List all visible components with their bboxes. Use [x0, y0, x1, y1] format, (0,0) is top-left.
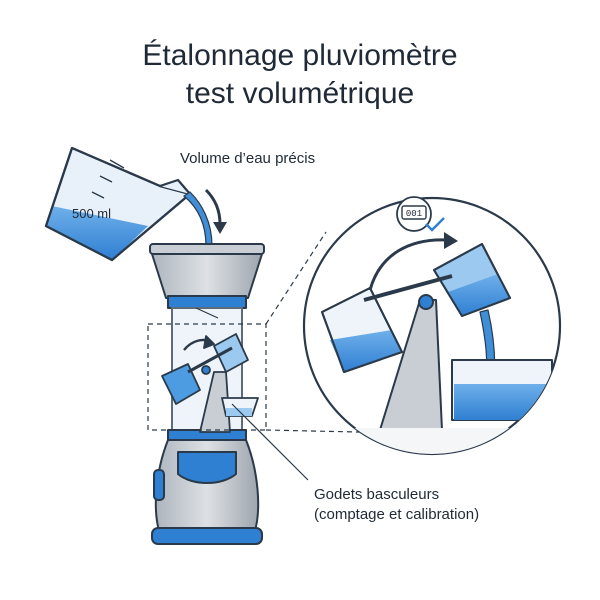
tipping-buckets-label: Godets basculeurs [314, 486, 440, 503]
checkmark-icon [425, 217, 445, 232]
measuring-beaker [44, 146, 192, 262]
water-stream [182, 191, 213, 247]
pour-arrow-icon [204, 188, 227, 234]
tipping-buckets-callout-line [231, 403, 309, 481]
beaker-volume-label: 500 ml [72, 206, 111, 221]
counter-digits: 001 [406, 209, 422, 219]
zoom-detail-circle [302, 196, 562, 456]
small-tipping-buckets [161, 333, 259, 433]
rain-gauge [149, 243, 265, 545]
diagram-title-line1: Étalonnage pluviomètre [142, 39, 458, 72]
water-volume-label: Volume d’eau précis [180, 150, 316, 167]
counter-icon: 001 [396, 196, 445, 232]
tipping-buckets-sublabel: (comptage et calibration) [314, 506, 480, 523]
zoom-connector-lines [265, 231, 449, 435]
diagram-title-line2: test volumétrique [185, 77, 415, 110]
detail-focus-box [147, 323, 267, 431]
